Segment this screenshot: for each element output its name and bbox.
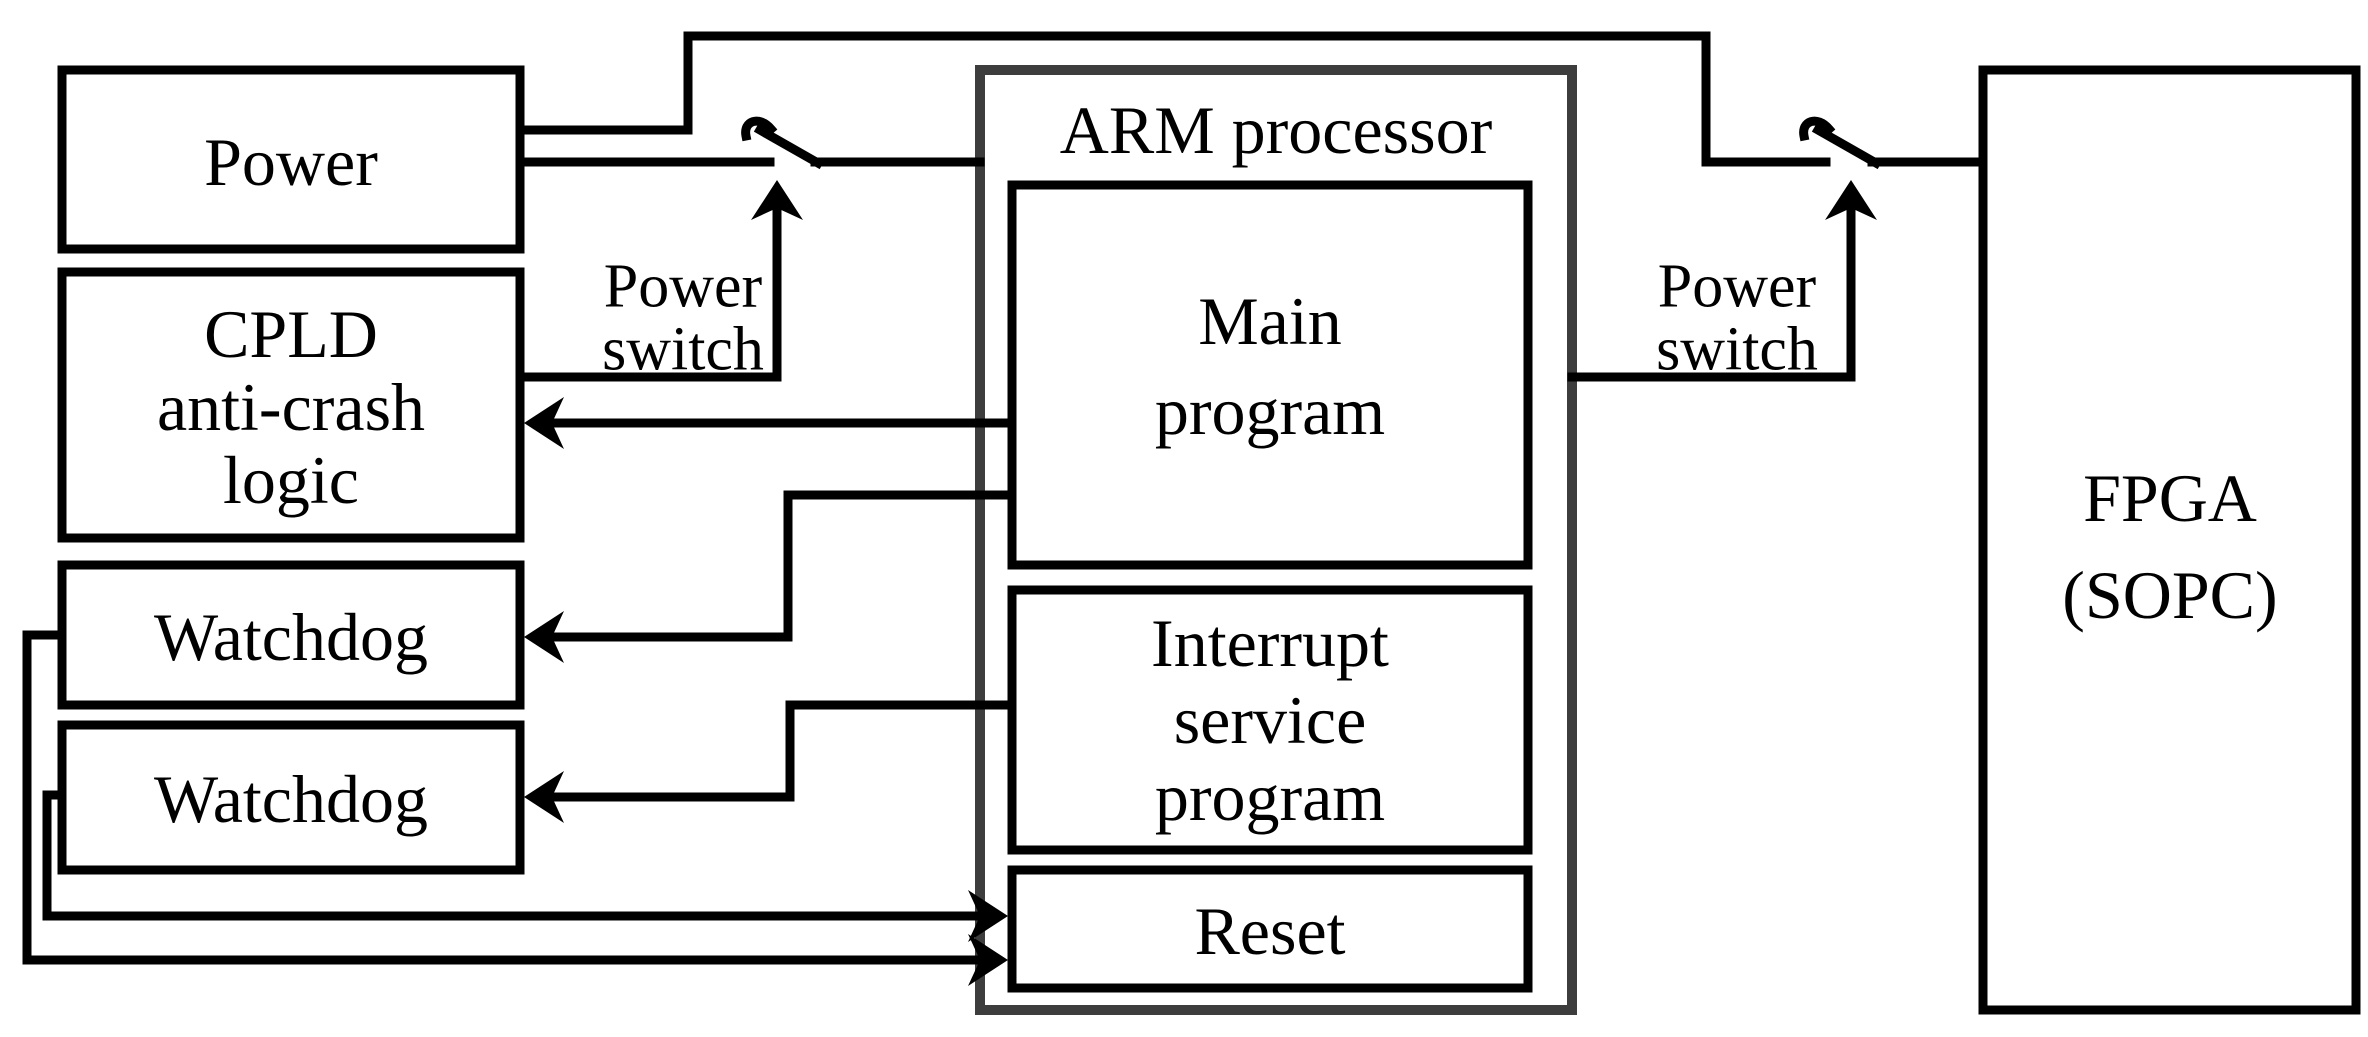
fpga-label-line1: FPGA: [2083, 460, 2257, 536]
wire-main-to-watchdog1: [551, 490, 1017, 642]
watchdog1-label: Watchdog: [154, 599, 428, 675]
left-switch-blade: [753, 123, 825, 170]
watchdog1-box: [57, 560, 525, 710]
main-program-label-line1: Main: [1198, 283, 1342, 359]
boxes: [57, 65, 2361, 1015]
wire-interrupt-to-watchdog2: [551, 700, 1017, 802]
right-switch-blade-hook: [1799, 116, 1836, 142]
interrupt-label-line2: service: [1174, 682, 1367, 758]
wire-power-top-rail: [515, 31, 1831, 167]
arrowhead-into-reset-lower: [968, 934, 1008, 986]
wires: [22, 31, 1988, 965]
arm-processor-title: ARM processor: [1060, 92, 1493, 168]
fpga-box: [1978, 65, 2361, 1015]
main-program-box: [1007, 180, 1533, 570]
cpld-label-line1: CPLD: [204, 296, 378, 372]
wire-cpld-to-left-switch-arrow: [515, 207, 782, 382]
labels: Power CPLD anti-crash logic Watchdog Wat…: [154, 92, 2278, 969]
main-program-label-line2: program: [1155, 373, 1385, 449]
watchdog2-box: [57, 720, 525, 875]
cpld-label-line3: logic: [223, 442, 359, 518]
reset-box: [1007, 865, 1533, 993]
power-switch-left-label-line1: Power: [604, 253, 763, 321]
arrowhead-right-switch-up: [1825, 180, 1877, 220]
arrowhead-into-reset-upper: [968, 890, 1008, 942]
reset-label: Reset: [1194, 893, 1345, 969]
interrupt-program-box: [1007, 585, 1533, 855]
right-switch-blade: [1811, 123, 1883, 170]
wire-watchdog2-to-reset: [42, 790, 981, 921]
watchdog2-label: Watchdog: [154, 761, 428, 837]
interrupt-label-line3: program: [1155, 759, 1385, 835]
arrowheads: [524, 180, 1877, 986]
left-switch-blade-hook: [741, 116, 778, 142]
power-switch-right-label-line1: Power: [1658, 253, 1817, 321]
power-label: Power: [204, 124, 378, 200]
wire-arm-to-right-switch-arrow: [1567, 207, 1856, 382]
arrowhead-into-watchdog2: [524, 771, 564, 823]
power-switch-left-label-line2: switch: [602, 316, 764, 384]
cpld-box: [57, 267, 525, 543]
fpga-label-line2: (SOPC): [2062, 557, 2277, 633]
interrupt-label-line1: Interrupt: [1151, 605, 1389, 681]
wire-watchdog1-to-reset: [22, 630, 981, 965]
arrowhead-left-switch-up: [751, 180, 803, 220]
power-box: [57, 65, 525, 254]
cpld-label-line2: anti-crash: [157, 369, 425, 445]
arrowhead-into-cpld: [524, 397, 564, 449]
arrowhead-into-watchdog1: [524, 611, 564, 663]
power-switch-right-label-line2: switch: [1656, 316, 1818, 384]
